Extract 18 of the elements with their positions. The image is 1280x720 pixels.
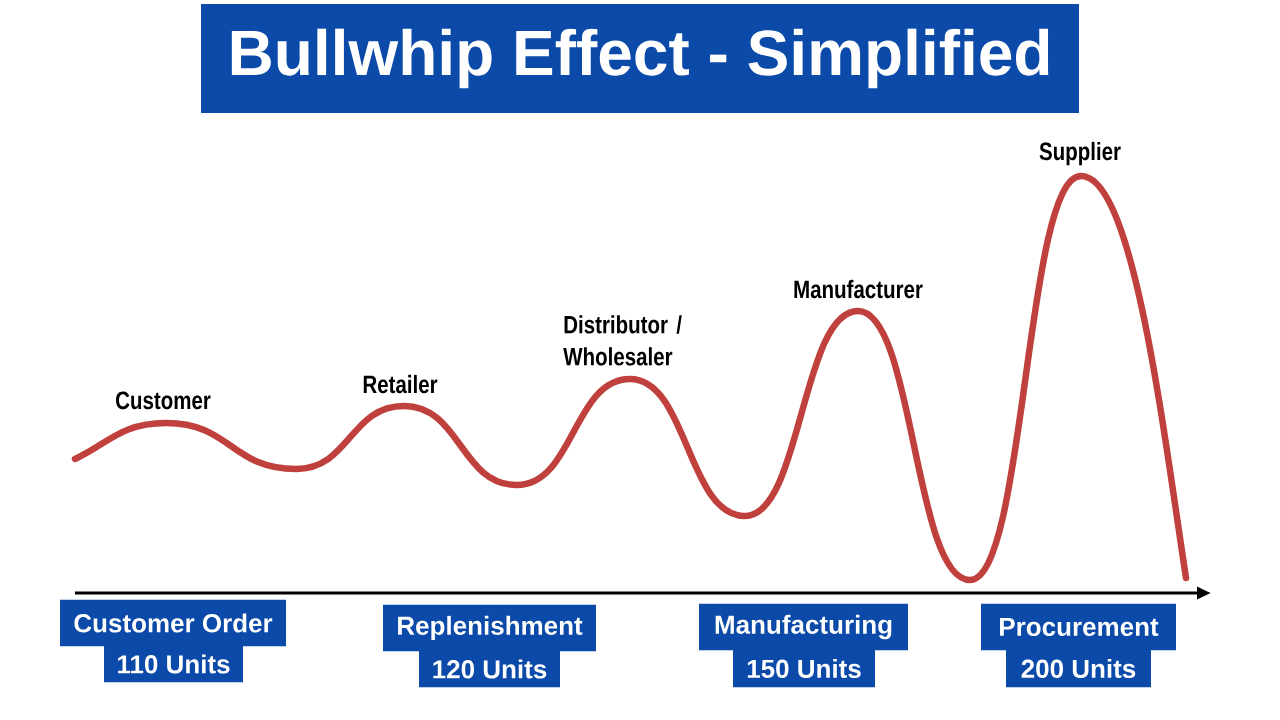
label-box: Customer Order 110 Units — [60, 599, 286, 683]
node-label: 200 Units — [1021, 658, 1136, 679]
peak-label: Distributor / Wholesaler — [563, 315, 682, 366]
node-label: Manufacturing — [715, 614, 892, 640]
node-label: Replenishment — [398, 615, 583, 641]
label-box: Replenishment 120 Units — [383, 604, 596, 688]
peak-label: Manufacturer — [794, 279, 923, 299]
node-label: Customer Order — [74, 613, 273, 633]
label-box: Procurement 200 Units — [981, 603, 1176, 688]
label-box: Manufacturing 150 Units — [699, 603, 908, 688]
node-label: 120 Units — [433, 659, 547, 679]
peak-label: Supplier — [1039, 141, 1121, 166]
node-label: Procurement — [1000, 617, 1159, 637]
peak-label: Customer — [116, 391, 211, 410]
title-banner: Bullwhip Effect - Simplified — [201, 4, 1079, 113]
peak-label: Retailer — [363, 374, 438, 394]
node-label: 110 Units — [118, 654, 230, 674]
node-label: 150 Units — [747, 658, 861, 679]
